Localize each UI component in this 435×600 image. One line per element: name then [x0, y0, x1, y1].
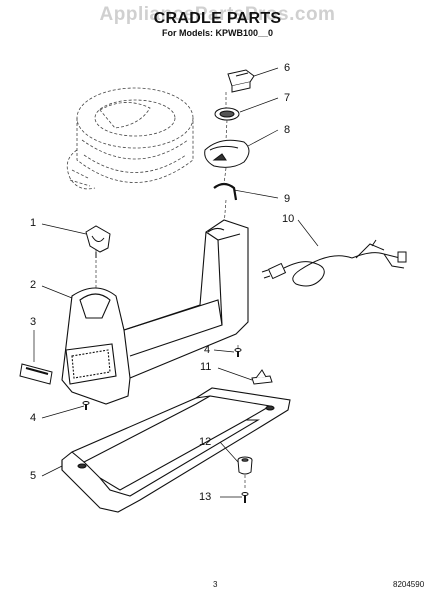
page-title: CRADLE PARTS — [153, 10, 282, 27]
part-4-screw-a — [82, 401, 90, 410]
part-10-power-cord — [261, 239, 407, 287]
part-2-cradle — [61, 219, 249, 405]
part-6-latch — [227, 69, 255, 93]
callout-4b: 4 — [204, 344, 211, 356]
callout-13: 13 — [199, 491, 212, 503]
part-12-foot — [237, 456, 253, 475]
document-number: 8204590 — [393, 580, 425, 589]
watermark: AppliancePartsPros.com — [99, 4, 336, 25]
callout-12: 12 — [199, 436, 212, 448]
part-4-screw-b — [234, 348, 242, 357]
callout-1: 1 — [30, 217, 37, 229]
callout-9: 9 — [284, 193, 291, 205]
part-7-button — [214, 107, 240, 121]
callout-8: 8 — [284, 124, 291, 136]
callout-7: 7 — [284, 92, 291, 104]
callout-10: 10 — [282, 213, 295, 225]
callout-2: 2 — [30, 279, 37, 291]
part-13-screw — [241, 492, 249, 503]
callout-3: 3 — [30, 316, 37, 328]
part-1-bracket — [85, 225, 111, 258]
part-3-label — [19, 363, 53, 385]
callout-leader-lines — [33, 67, 319, 498]
part-11-pin — [251, 369, 273, 385]
part-5-base — [61, 387, 291, 513]
callout-5: 5 — [30, 470, 37, 482]
ghost-bowl-outline — [66, 87, 194, 190]
callout-6: 6 — [284, 62, 291, 74]
callout-11: 11 — [200, 361, 212, 373]
page-number: 3 — [213, 580, 218, 589]
callout-4a: 4 — [30, 412, 37, 424]
part-9-clip — [213, 182, 238, 201]
model-subtitle: For Models: KPWB100__0 — [161, 28, 274, 38]
part-8-cover — [204, 139, 250, 168]
